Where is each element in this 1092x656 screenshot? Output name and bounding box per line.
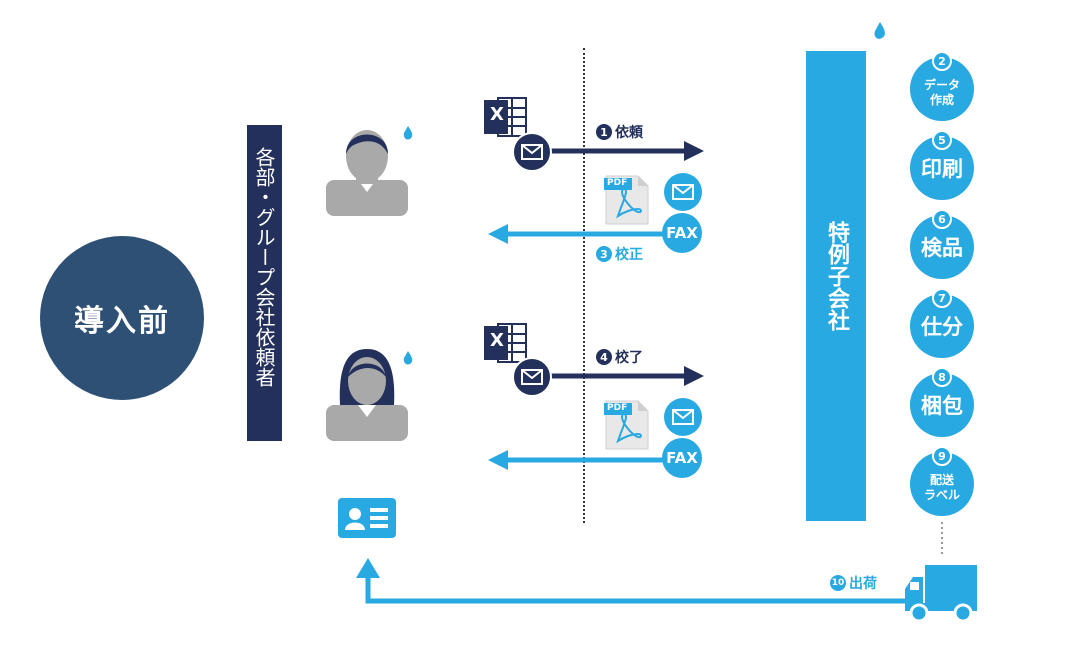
fax-label: FAX bbox=[666, 224, 698, 242]
main-circle: 導入前 bbox=[40, 236, 204, 400]
truck-icon bbox=[905, 565, 977, 623]
main-circle-label: 導入前 bbox=[74, 304, 170, 339]
step-print: 5 印刷 bbox=[910, 130, 974, 200]
pdf-label: PDF bbox=[607, 178, 628, 188]
step-badge: 6 bbox=[932, 209, 952, 229]
label-proof: 3 校正 bbox=[596, 244, 643, 264]
mail-icon bbox=[664, 398, 702, 436]
step-label: 梱包 bbox=[921, 394, 963, 418]
excel-icon: X bbox=[484, 322, 527, 364]
sweat-drop-icon bbox=[874, 22, 885, 39]
sweat-drop-icon bbox=[403, 126, 413, 140]
label-text: 校了 bbox=[615, 350, 643, 366]
step-label: 仕分 bbox=[921, 315, 963, 339]
pdf-icon: PDF bbox=[604, 174, 649, 225]
mail-icon bbox=[512, 132, 552, 172]
mail-icon bbox=[664, 173, 702, 211]
step-label: 印刷 bbox=[921, 157, 963, 181]
sweat-drop-icon bbox=[403, 351, 413, 365]
num-badge: 1 bbox=[596, 124, 612, 140]
step-badge: 7 bbox=[932, 288, 952, 308]
subsidiary-label: 特例子会社 bbox=[824, 221, 849, 331]
requester-label: 各部・グループ会社依頼者 bbox=[252, 147, 276, 387]
num-badge: 4 bbox=[596, 349, 612, 365]
step-badge: 9 bbox=[932, 446, 952, 466]
label-text: 依頼 bbox=[615, 125, 643, 141]
label-ship: 10 出荷 bbox=[830, 573, 877, 593]
label-text: 校正 bbox=[615, 247, 643, 263]
fax-label: FAX bbox=[666, 449, 698, 467]
mail-icon bbox=[512, 357, 552, 397]
step-label: データ 作成 bbox=[923, 78, 960, 107]
label-request: 1 依頼 bbox=[596, 122, 643, 142]
pdf-icon: PDF bbox=[604, 399, 649, 450]
step-inspect: 6 検品 bbox=[910, 209, 974, 279]
excel-letter: X bbox=[490, 330, 504, 351]
excel-icon: X bbox=[484, 96, 527, 138]
fax-icon: FAX bbox=[662, 438, 702, 478]
step-pack: 8 梱包 bbox=[910, 367, 974, 437]
fax-icon: FAX bbox=[662, 213, 702, 253]
num-badge: 3 bbox=[596, 246, 612, 262]
divider-line bbox=[583, 48, 585, 523]
arrow-ship bbox=[365, 575, 905, 604]
excel-letter: X bbox=[490, 104, 504, 125]
step-label: 配送 ラベル bbox=[923, 473, 960, 502]
person-male-icon bbox=[326, 126, 413, 216]
requester-bar: 各部・グループ会社依頼者 bbox=[247, 125, 282, 441]
id-card-icon bbox=[338, 498, 396, 538]
step-badge: 2 bbox=[932, 51, 952, 71]
step-label-print: 9 配送 ラベル bbox=[910, 446, 974, 516]
label-text: 出荷 bbox=[849, 576, 877, 592]
label-approve: 4 校了 bbox=[596, 347, 643, 367]
pdf-label: PDF bbox=[607, 403, 628, 413]
num-badge: 10 bbox=[830, 575, 846, 591]
step-sort: 7 仕分 bbox=[910, 288, 974, 358]
step-label: 検品 bbox=[921, 236, 963, 260]
step-badge: 5 bbox=[932, 130, 952, 150]
step-data-creation: 2 データ 作成 bbox=[910, 51, 974, 121]
step-badge: 8 bbox=[932, 367, 952, 387]
person-female-icon bbox=[326, 349, 413, 441]
subsidiary-bar: 特例子会社 bbox=[806, 51, 866, 521]
